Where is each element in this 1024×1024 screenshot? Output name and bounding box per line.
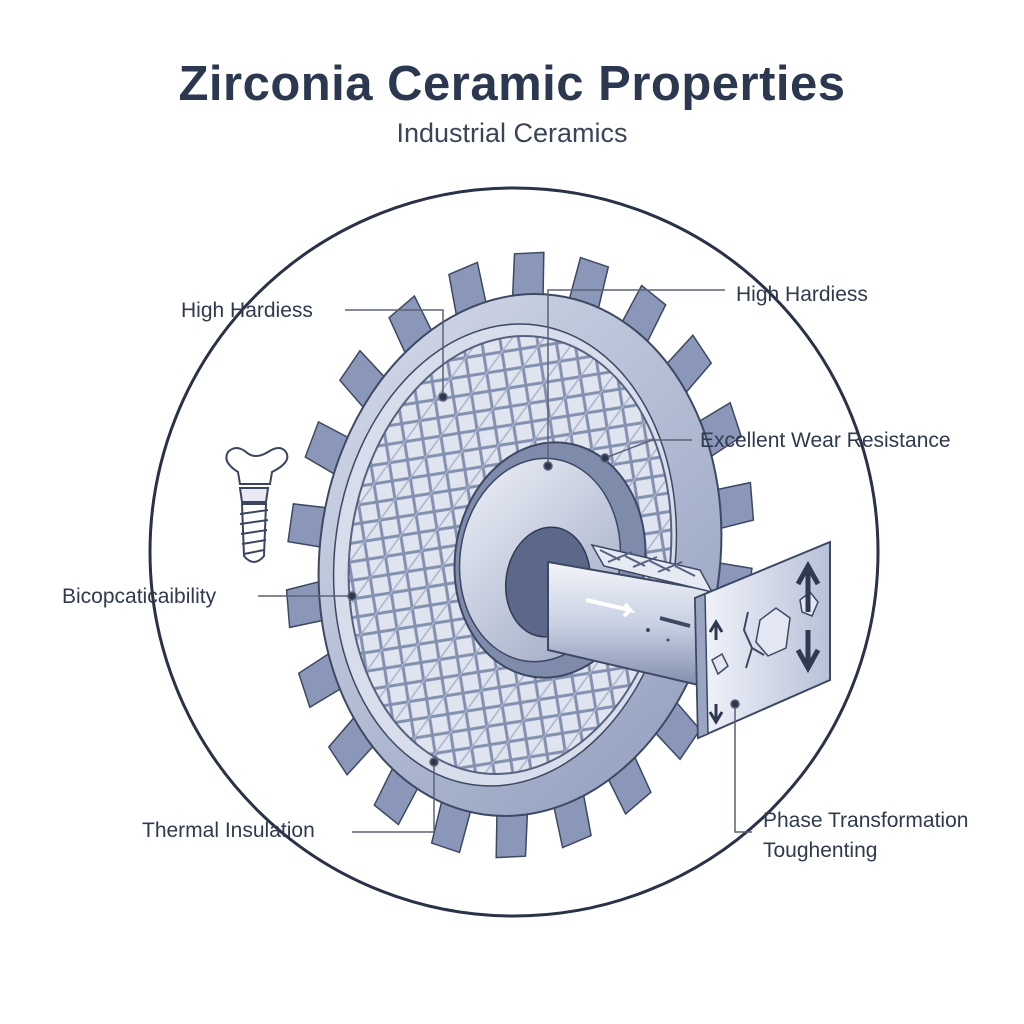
frame-circle — [148, 186, 880, 918]
crack-panel-icon — [693, 540, 831, 740]
leader-wear — [604, 439, 692, 459]
leader-thermal — [352, 762, 435, 833]
dental-implant-icon — [225, 447, 289, 563]
label-wear-resistance: Excellent Wear Resistance — [700, 429, 951, 452]
label-phase-transformation: Phase Transformation Toughenting — [763, 809, 969, 862]
leader-lines — [258, 289, 752, 833]
page-title: Zirconia Ceramic Properties — [178, 57, 846, 111]
leader-phase — [734, 704, 752, 833]
page-subtitle: Industrial Ceramics — [396, 118, 628, 148]
label-high-hardness-right: High Hardiess — [736, 283, 868, 306]
shaft-icon — [547, 543, 721, 692]
leader-hardness-right — [547, 289, 725, 466]
label-high-hardness-left: High Hardiess — [181, 299, 313, 322]
label-thermal-insulation: Thermal Insulation — [142, 819, 315, 842]
gear-icon — [285, 251, 755, 859]
leader-hardness-left — [345, 309, 444, 397]
label-biocompatibility: Bicopcaticaibility — [62, 585, 217, 608]
